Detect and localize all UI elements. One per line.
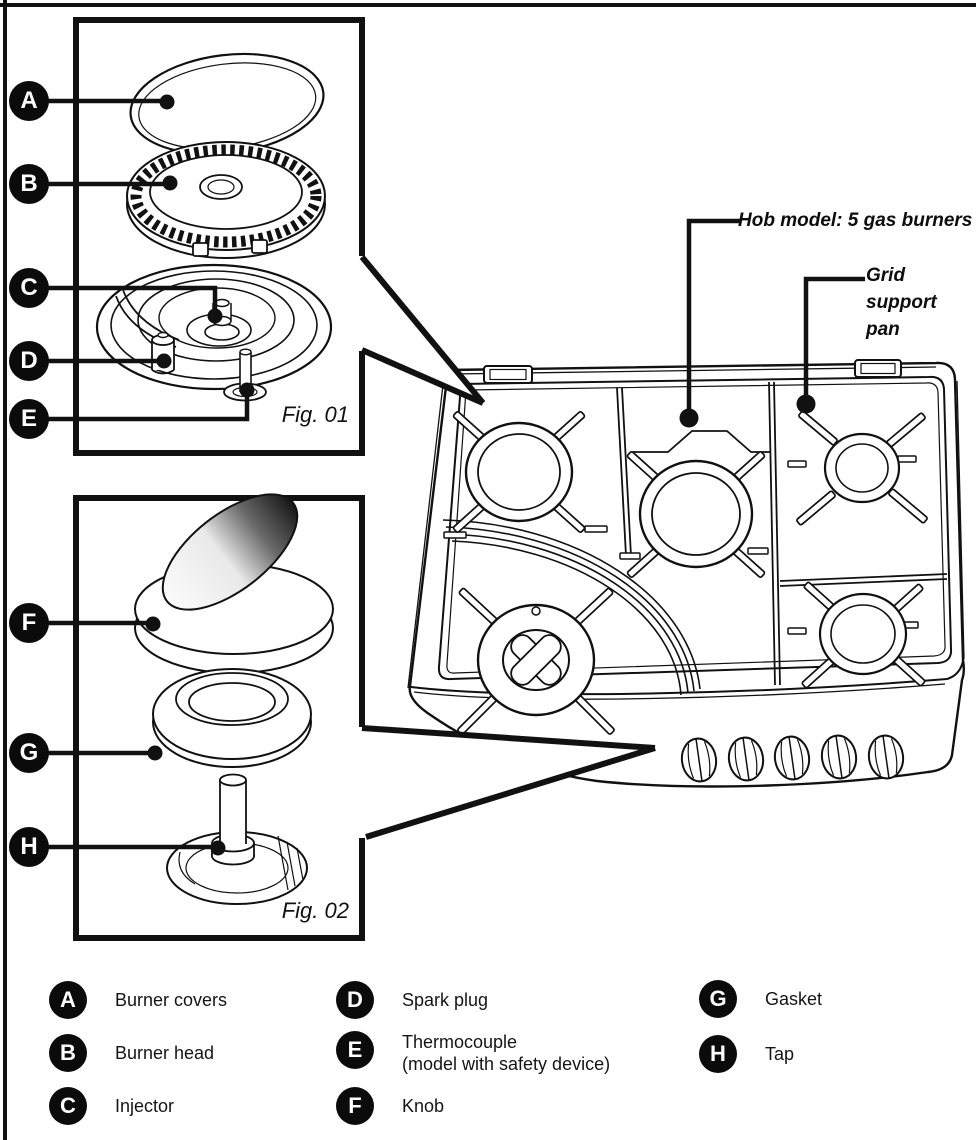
legend-item-burner-covers: A Burner covers	[49, 981, 227, 1019]
legend-sublabel: (model with safety device)	[402, 1054, 611, 1074]
fig01-box	[73, 17, 365, 456]
legend-label: Spark plug	[402, 990, 489, 1010]
grid-support-pan-callout: Grid support pan	[866, 262, 937, 343]
fig01-caption: Fig. 01	[281, 402, 349, 427]
fig02-leader-lines	[47, 616, 226, 856]
fig02-box	[73, 495, 365, 941]
legend-label: Burner covers	[115, 990, 228, 1010]
legend-letter-d: D	[336, 981, 374, 1019]
legend-item-burner-head: B Burner head	[49, 1034, 214, 1072]
legend-item-tap: H Tap	[699, 1035, 794, 1073]
control-knobs	[680, 734, 905, 783]
marker-e: E	[9, 399, 49, 439]
marker-f: F	[9, 603, 49, 643]
burner-base-drawing	[95, 263, 333, 402]
fig02-pointer-wedge	[361, 725, 656, 840]
legend-label: Burner head	[115, 1043, 215, 1063]
legend-item-thermocouple: E Thermocouple (model with safety device…	[336, 1031, 610, 1075]
burner-head-drawing	[126, 141, 326, 259]
marker-d: D	[9, 341, 49, 381]
legend-label: Thermocouple (model with safety device)	[402, 1031, 610, 1075]
legend-label-line: Thermocouple	[402, 1032, 518, 1052]
marker-c: C	[9, 268, 49, 308]
gasket-drawing	[152, 668, 312, 768]
grid-callout-line: Grid	[866, 265, 906, 286]
legend-item-knob: F Knob	[336, 1087, 444, 1125]
tap-drawing	[166, 773, 308, 905]
burner-wok	[457, 587, 615, 735]
marker-g: G	[9, 733, 49, 773]
legend-letter-a: A	[49, 981, 87, 1019]
burner-top-right	[796, 410, 928, 526]
knob-drawing	[134, 493, 334, 674]
fig02-drawing	[47, 493, 334, 905]
burner-bottom-right	[801, 581, 926, 689]
grid-bars	[443, 455, 919, 635]
hob-callout-lines	[679, 218, 865, 428]
legend-label: Injector	[115, 1096, 175, 1116]
legend-item-spark-plug: D Spark plug	[336, 981, 488, 1019]
fig01-drawing	[47, 52, 333, 422]
fig02-caption: Fig. 02	[281, 898, 349, 923]
legend-letter-e: E	[336, 1031, 374, 1069]
hob-drawing	[407, 359, 965, 788]
burner-middle	[626, 450, 766, 579]
legend-item-injector: C Injector	[49, 1087, 174, 1125]
fig01-pointer-wedge	[359, 255, 486, 406]
legend-item-gasket: G Gasket	[699, 980, 822, 1018]
marker-h: H	[9, 827, 49, 867]
fig01-leader-lines	[47, 94, 255, 422]
grid-callout-line: support	[866, 292, 937, 313]
marker-b: B	[9, 164, 49, 204]
legend-letter-g: G	[699, 980, 737, 1018]
legend-label: Gasket	[765, 989, 823, 1009]
legend-label: Tap	[765, 1044, 795, 1064]
grid-callout-line: pan	[866, 319, 900, 340]
legend-letter-f: F	[336, 1087, 374, 1125]
legend-label: Knob	[402, 1096, 445, 1116]
legend-letter-h: H	[699, 1035, 737, 1073]
hob-model-callout: Hob model: 5 gas burners	[738, 210, 973, 231]
legend-letter-c: C	[49, 1087, 87, 1125]
legend-letter-b: B	[49, 1034, 87, 1072]
marker-a: A	[9, 81, 49, 121]
burner-top-left	[452, 410, 586, 534]
